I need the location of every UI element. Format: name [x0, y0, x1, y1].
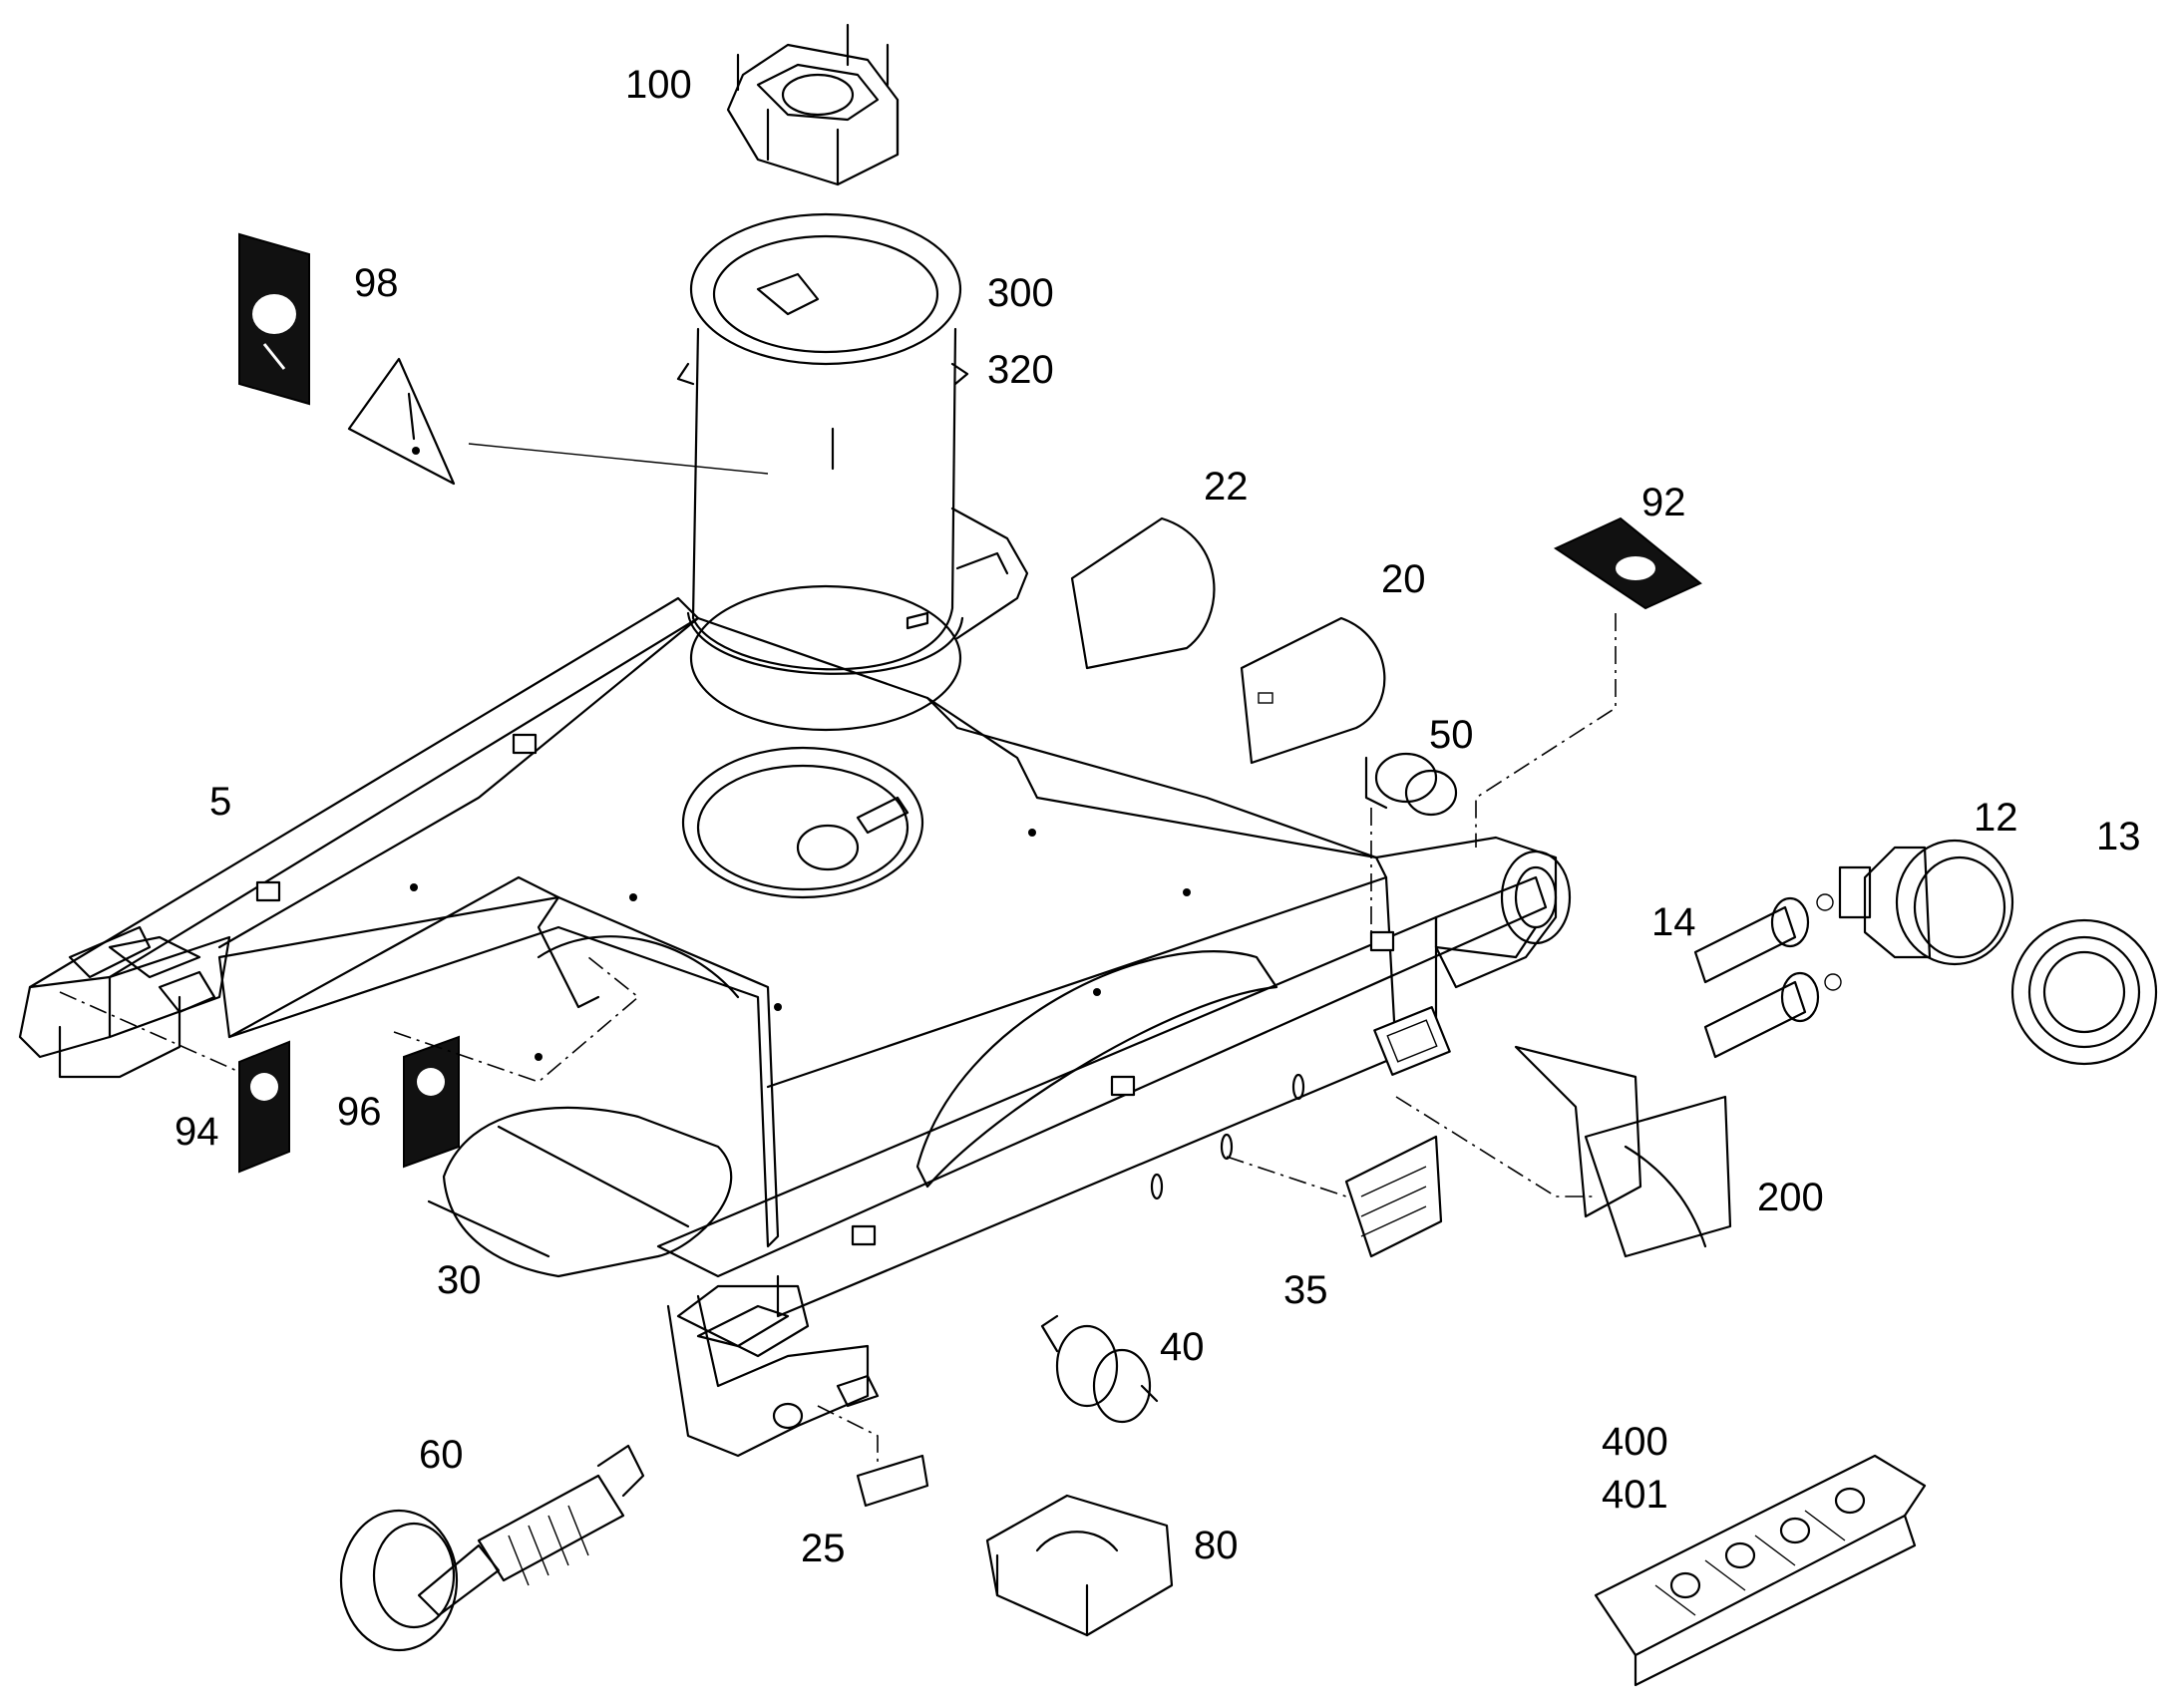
decal-96 [393, 956, 640, 1169]
cover-plate-20 [1240, 616, 1386, 765]
centre-column [676, 212, 1029, 732]
callout-96: 96 [337, 1090, 382, 1134]
callout-200: 200 [1757, 1176, 1824, 1219]
part-200-housing [1395, 1045, 1732, 1258]
callout-30: 30 [437, 1258, 482, 1302]
callout-92: 92 [1641, 481, 1686, 524]
part-100-swivel [726, 23, 900, 186]
callout-400: 400 [1602, 1420, 1668, 1464]
decal-92 [1475, 516, 1702, 848]
callout-300: 300 [987, 271, 1054, 315]
callout-35: 35 [1283, 1268, 1328, 1312]
part-400-track-chain [1594, 1454, 1927, 1687]
decal-94 [59, 991, 290, 1174]
part-30-cover [427, 1106, 733, 1278]
part-14-shafts [1693, 893, 1842, 1059]
decal-98 [238, 232, 310, 406]
callout-12: 12 [1974, 796, 2018, 840]
callout-22: 22 [1204, 465, 1249, 509]
part-80-guard [985, 1494, 1174, 1637]
callout-13: 13 [2096, 815, 2141, 858]
callout-50: 50 [1429, 713, 1474, 757]
part-60-idler [339, 1444, 645, 1652]
callout-5: 5 [209, 780, 231, 824]
warning-triangle-decal [347, 357, 769, 486]
callout-320: 320 [987, 348, 1054, 392]
callout-100: 100 [625, 63, 692, 107]
main-frame [18, 596, 1572, 1458]
callout-25: 25 [801, 1527, 846, 1570]
part-50-motor [1364, 752, 1458, 932]
part-12-final-drive [1838, 839, 2014, 966]
part-40-roller [1040, 1314, 1159, 1424]
deck-slewing-ring [681, 746, 924, 899]
callout-20: 20 [1381, 557, 1426, 601]
callout-labels: 100 98 300 320 22 92 20 50 5 12 13 14 94… [175, 63, 2141, 1570]
callout-14: 14 [1651, 900, 1696, 944]
callout-98: 98 [354, 261, 399, 305]
callout-60: 60 [419, 1433, 464, 1477]
part-13-sprocket [2010, 918, 2158, 1066]
cover-plate-22 [1070, 516, 1216, 670]
part-25-block [817, 1405, 929, 1508]
callout-401: 401 [1602, 1473, 1668, 1517]
callout-80: 80 [1194, 1524, 1239, 1567]
callout-94: 94 [175, 1110, 219, 1154]
callout-40: 40 [1160, 1325, 1205, 1369]
part-35-guard [1226, 1135, 1443, 1258]
